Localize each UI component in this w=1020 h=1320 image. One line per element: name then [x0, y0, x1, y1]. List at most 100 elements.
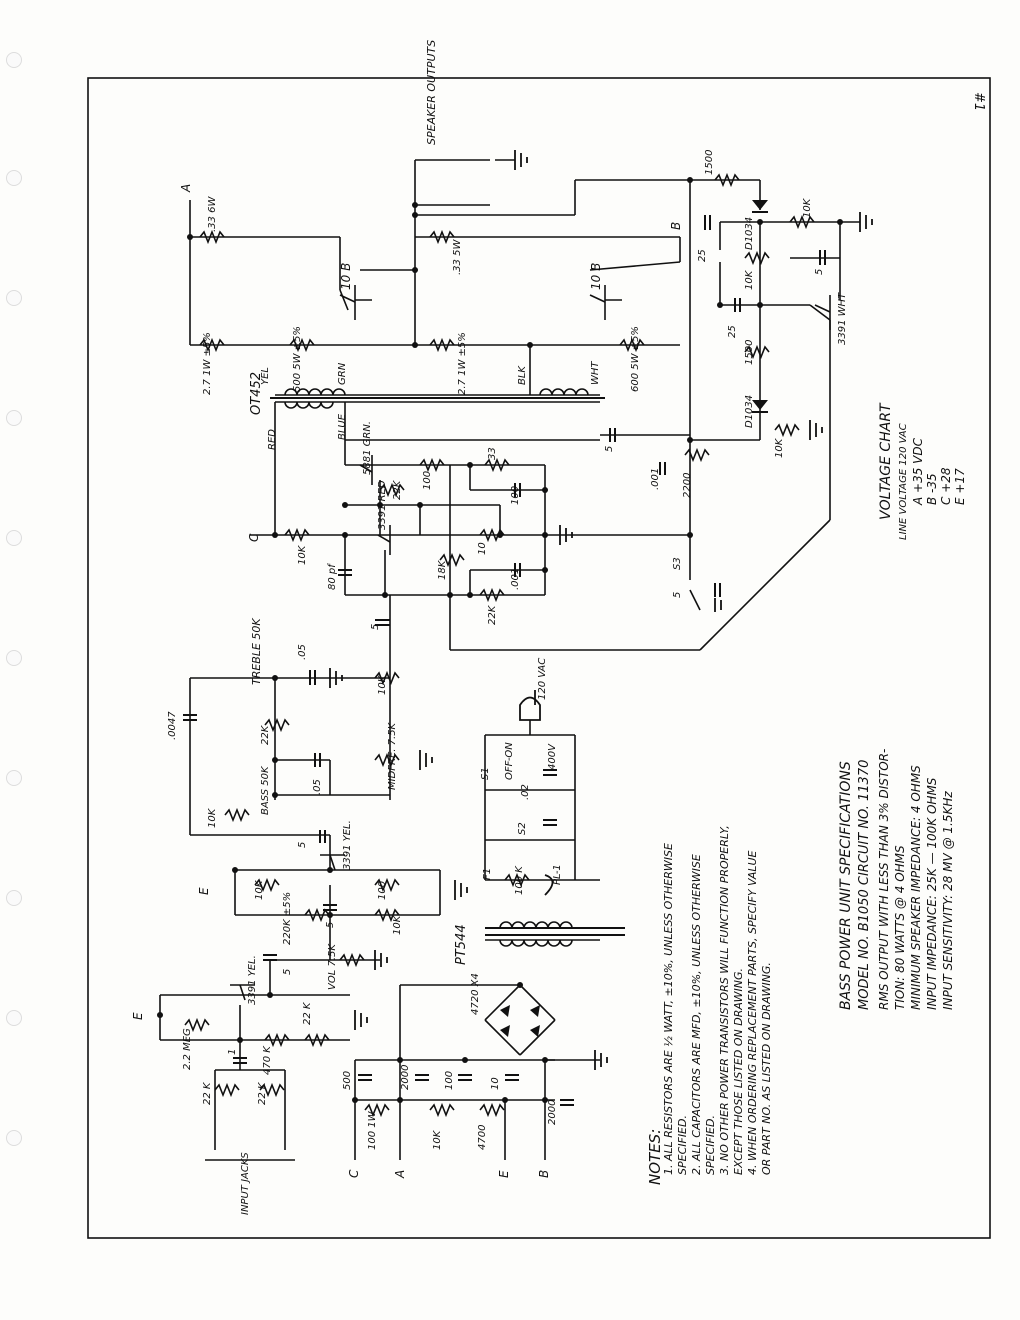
c5-label-e: 5 — [297, 842, 308, 848]
c001-label-a: .001 — [650, 468, 661, 490]
r22kb-label: 22K — [487, 604, 498, 625]
r470k-label: 470 K — [262, 1045, 273, 1075]
c10-label: 10 — [490, 1077, 501, 1090]
wiring — [159, 159, 860, 1161]
offon-label: OFF-ON — [504, 742, 515, 780]
ground-symbols — [329, 150, 873, 1070]
specs-model: MODEL NO. B1050 CIRCUIT NO. 11370 — [857, 760, 872, 1010]
specs-title: BASS POWER UNIT SPECIFICATIONS — [838, 761, 854, 1010]
vac-label: 120 VAC — [537, 658, 548, 700]
c1-label: 1 — [227, 1049, 238, 1055]
grn-label: GRN — [337, 362, 348, 385]
r22k-label: 22K — [392, 479, 403, 500]
voltage-chart-title: VOLTAGE CHART — [878, 402, 894, 520]
binder-hole — [6, 170, 22, 186]
c80pf-label: 80 pf — [327, 563, 338, 590]
r10k-label-b: 10K — [744, 269, 755, 290]
red-label: RED — [267, 429, 278, 450]
binder-hole — [6, 650, 22, 666]
rail-b-label-2: B — [537, 1170, 551, 1178]
r10k-label-f: 10K — [392, 914, 403, 935]
page-border — [87, 77, 991, 1239]
r10k-label-d: 10K — [297, 544, 308, 565]
notes-line-8: OR PART NO. AS LISTED ON DRAWING. — [760, 962, 773, 1175]
vol-label: VOL 7.5K — [327, 943, 338, 990]
rail-a-label-2: A — [393, 1170, 407, 1179]
treble-label: TREBLE 50K — [250, 618, 263, 685]
transformer-cores — [270, 397, 625, 936]
c2000-label-a: 2000 — [400, 1065, 411, 1090]
r100b-label: 100 — [377, 881, 388, 900]
q-out1-label: 10 B — [339, 263, 353, 290]
r10kp-label: 10K — [432, 1129, 443, 1150]
bridge-label: 4720 X4 — [470, 973, 481, 1015]
r10k-label-e: 10K — [377, 674, 388, 695]
blue-label: BLUE — [337, 413, 348, 440]
voltage-row-e: E +17 — [953, 468, 967, 505]
notes-line-2: SPECIFIED. — [676, 1115, 689, 1175]
c25-label-b: 25 — [727, 325, 738, 338]
r22ki2-label: 22 K — [257, 1081, 268, 1105]
voltage-chart-subtitle: LINE VOLTAGE 120 VAC — [898, 423, 909, 540]
q-red-label: 3391 RED — [377, 480, 388, 530]
specs-line-5: INPUT SENSITIVITY: 28 MV @ 1.5KHz — [941, 791, 955, 1010]
binder-hole — [6, 530, 22, 546]
notes-line-1: 1. ALL RESISTORS ARE ½ WATT, ±10%, UNLES… — [662, 843, 675, 1175]
r500-label: 500 5W ±5% — [292, 326, 303, 392]
q-driver-label: 5881 GRN. — [362, 421, 373, 475]
c001-label-b: .001 — [510, 568, 521, 590]
rail-e-label-2: E — [131, 1012, 145, 1020]
r22ki1-label: 22 K — [202, 1081, 213, 1105]
r4700-label: 4700 — [477, 1125, 488, 1150]
binder-hole — [6, 1130, 22, 1146]
binder-hole — [6, 290, 22, 306]
rail-e-label: E — [197, 887, 211, 895]
voltage-row-a: A +35 VDC — [911, 437, 925, 506]
bass-label: BASS 50K — [260, 765, 271, 815]
r10k-label-a: 10K — [802, 197, 813, 218]
d1034-label-2: D1034 — [744, 395, 755, 428]
c2000-label-b: 2000 — [547, 1100, 558, 1125]
r1500-label-1: 1500 — [704, 150, 715, 175]
r27-label-1: 2.7 1W ±5% — [202, 332, 213, 395]
c5-label-d: 5 — [370, 624, 381, 630]
c100b-label: 100 — [444, 1071, 455, 1090]
d1034-label-1: D1034 — [744, 217, 755, 250]
q-yel1-label: 3391 YEL. — [342, 820, 353, 870]
binder-hole — [6, 410, 22, 426]
r33-6w-label: .33 6W — [207, 196, 218, 232]
q-wht-label: 3391 WHT — [837, 292, 848, 345]
specs-line-2: TION: 80 WATTS @ 4 OHMS — [893, 845, 907, 1010]
r10-label: 10 — [477, 542, 488, 555]
s3-label: S3 — [672, 557, 683, 570]
rail-c-label-2: C — [347, 1169, 361, 1178]
c5-label-f: 5 — [325, 922, 336, 928]
r2200-label: 2200 — [682, 473, 693, 498]
voltage-row-b: B -35 — [925, 473, 939, 505]
rail-a-label: A — [179, 184, 193, 193]
voltage-row-c: C +28 — [939, 467, 953, 505]
s1-label: S1 — [480, 767, 491, 780]
f1-label: F1 — [482, 868, 493, 880]
c05-label-a: .05 — [297, 644, 308, 660]
c05-label-b: .05 — [312, 779, 323, 795]
r22kc-label: 22K — [260, 724, 271, 745]
binder-hole — [6, 1010, 22, 1026]
pilot-lamp — [544, 874, 554, 896]
input-jacks-label: INPUT JACKS — [240, 1152, 251, 1215]
binder-hole — [6, 770, 22, 786]
ot-label: OT452 — [249, 372, 264, 415]
r1500-label-2: 1500 — [744, 340, 755, 365]
r100k-label: 100 K — [514, 865, 525, 895]
c5-label-g: 5 — [282, 969, 293, 975]
notes-line-4: SPECIFIED. — [704, 1115, 717, 1175]
rail-e-label-3: E — [497, 1170, 511, 1178]
transistors — [230, 285, 831, 1001]
r18k-label: 18K — [437, 559, 448, 580]
rail-b-label: B — [669, 222, 683, 230]
c500-label: 500 — [342, 1071, 353, 1090]
binder-hole — [6, 890, 22, 906]
r100w-label: 100 1W — [367, 1110, 378, 1150]
